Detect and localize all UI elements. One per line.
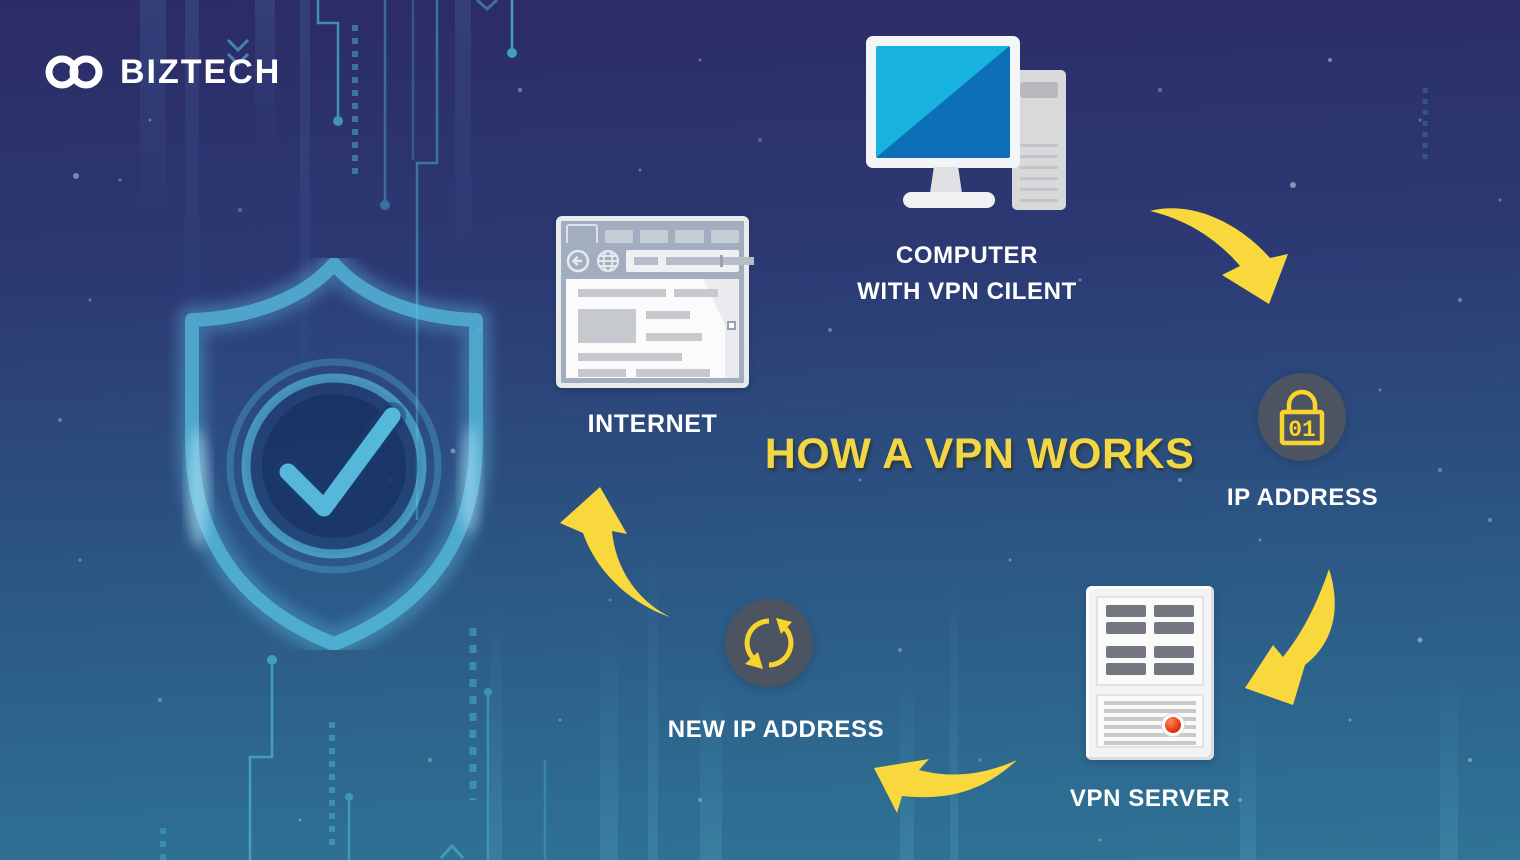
server-led-light [1162, 714, 1184, 736]
browser-page-content [566, 279, 739, 378]
back-arrow-icon [566, 249, 590, 273]
arrow-newip-to-internet-icon [560, 487, 670, 617]
address-bar [626, 250, 754, 272]
computer-label: COMPUTER WITH VPN CILENT [857, 242, 1077, 305]
browser-tab [604, 230, 633, 243]
arrow-computer-to-ip-icon [1150, 208, 1288, 304]
brand-name: BIZTECH [120, 52, 282, 91]
browser-tabs [566, 224, 740, 243]
browser-tab [639, 230, 669, 243]
computer-icon [866, 36, 1068, 216]
server-top-panel [1096, 596, 1204, 686]
monitor-stand [930, 167, 962, 193]
browser-scrollbar [725, 279, 739, 378]
browser-window-icon [556, 216, 754, 388]
lock-digits: 01 [1288, 417, 1316, 443]
browser-tab [710, 230, 740, 243]
brand-logo: BIZTECH [45, 50, 281, 94]
page-title: HOW A VPN WORKS [764, 430, 1195, 478]
shield-check-icon [177, 258, 491, 650]
browser-active-tab [566, 224, 598, 243]
browser-toolbar [566, 246, 754, 276]
lock-icon: 01 [1279, 389, 1325, 446]
browser-tab [675, 230, 704, 243]
biztech-rings-icon [45, 55, 103, 89]
stars [58, 58, 1502, 842]
globe-icon [596, 249, 620, 273]
internet-label: INTERNET [587, 410, 718, 438]
refresh-icon [744, 618, 794, 669]
arrow-server-to-newip-icon [874, 759, 1017, 813]
server-icon [1086, 586, 1214, 760]
ip-address-label: IP ADDRESS [1226, 484, 1379, 511]
arrow-ip-to-server-icon [1245, 569, 1335, 705]
server-bottom-panel [1096, 694, 1204, 748]
monitor-screen [876, 46, 1010, 158]
new-ip-badge [725, 599, 813, 687]
computer-monitor [866, 36, 1020, 168]
monitor-base [903, 192, 995, 208]
computer-tower [1012, 70, 1066, 210]
new-ip-label: NEW IP ADDRESS [667, 716, 885, 743]
ip-address-badge: 01 [1258, 373, 1346, 461]
vpn-server-label: VPN SERVER [1069, 785, 1231, 812]
